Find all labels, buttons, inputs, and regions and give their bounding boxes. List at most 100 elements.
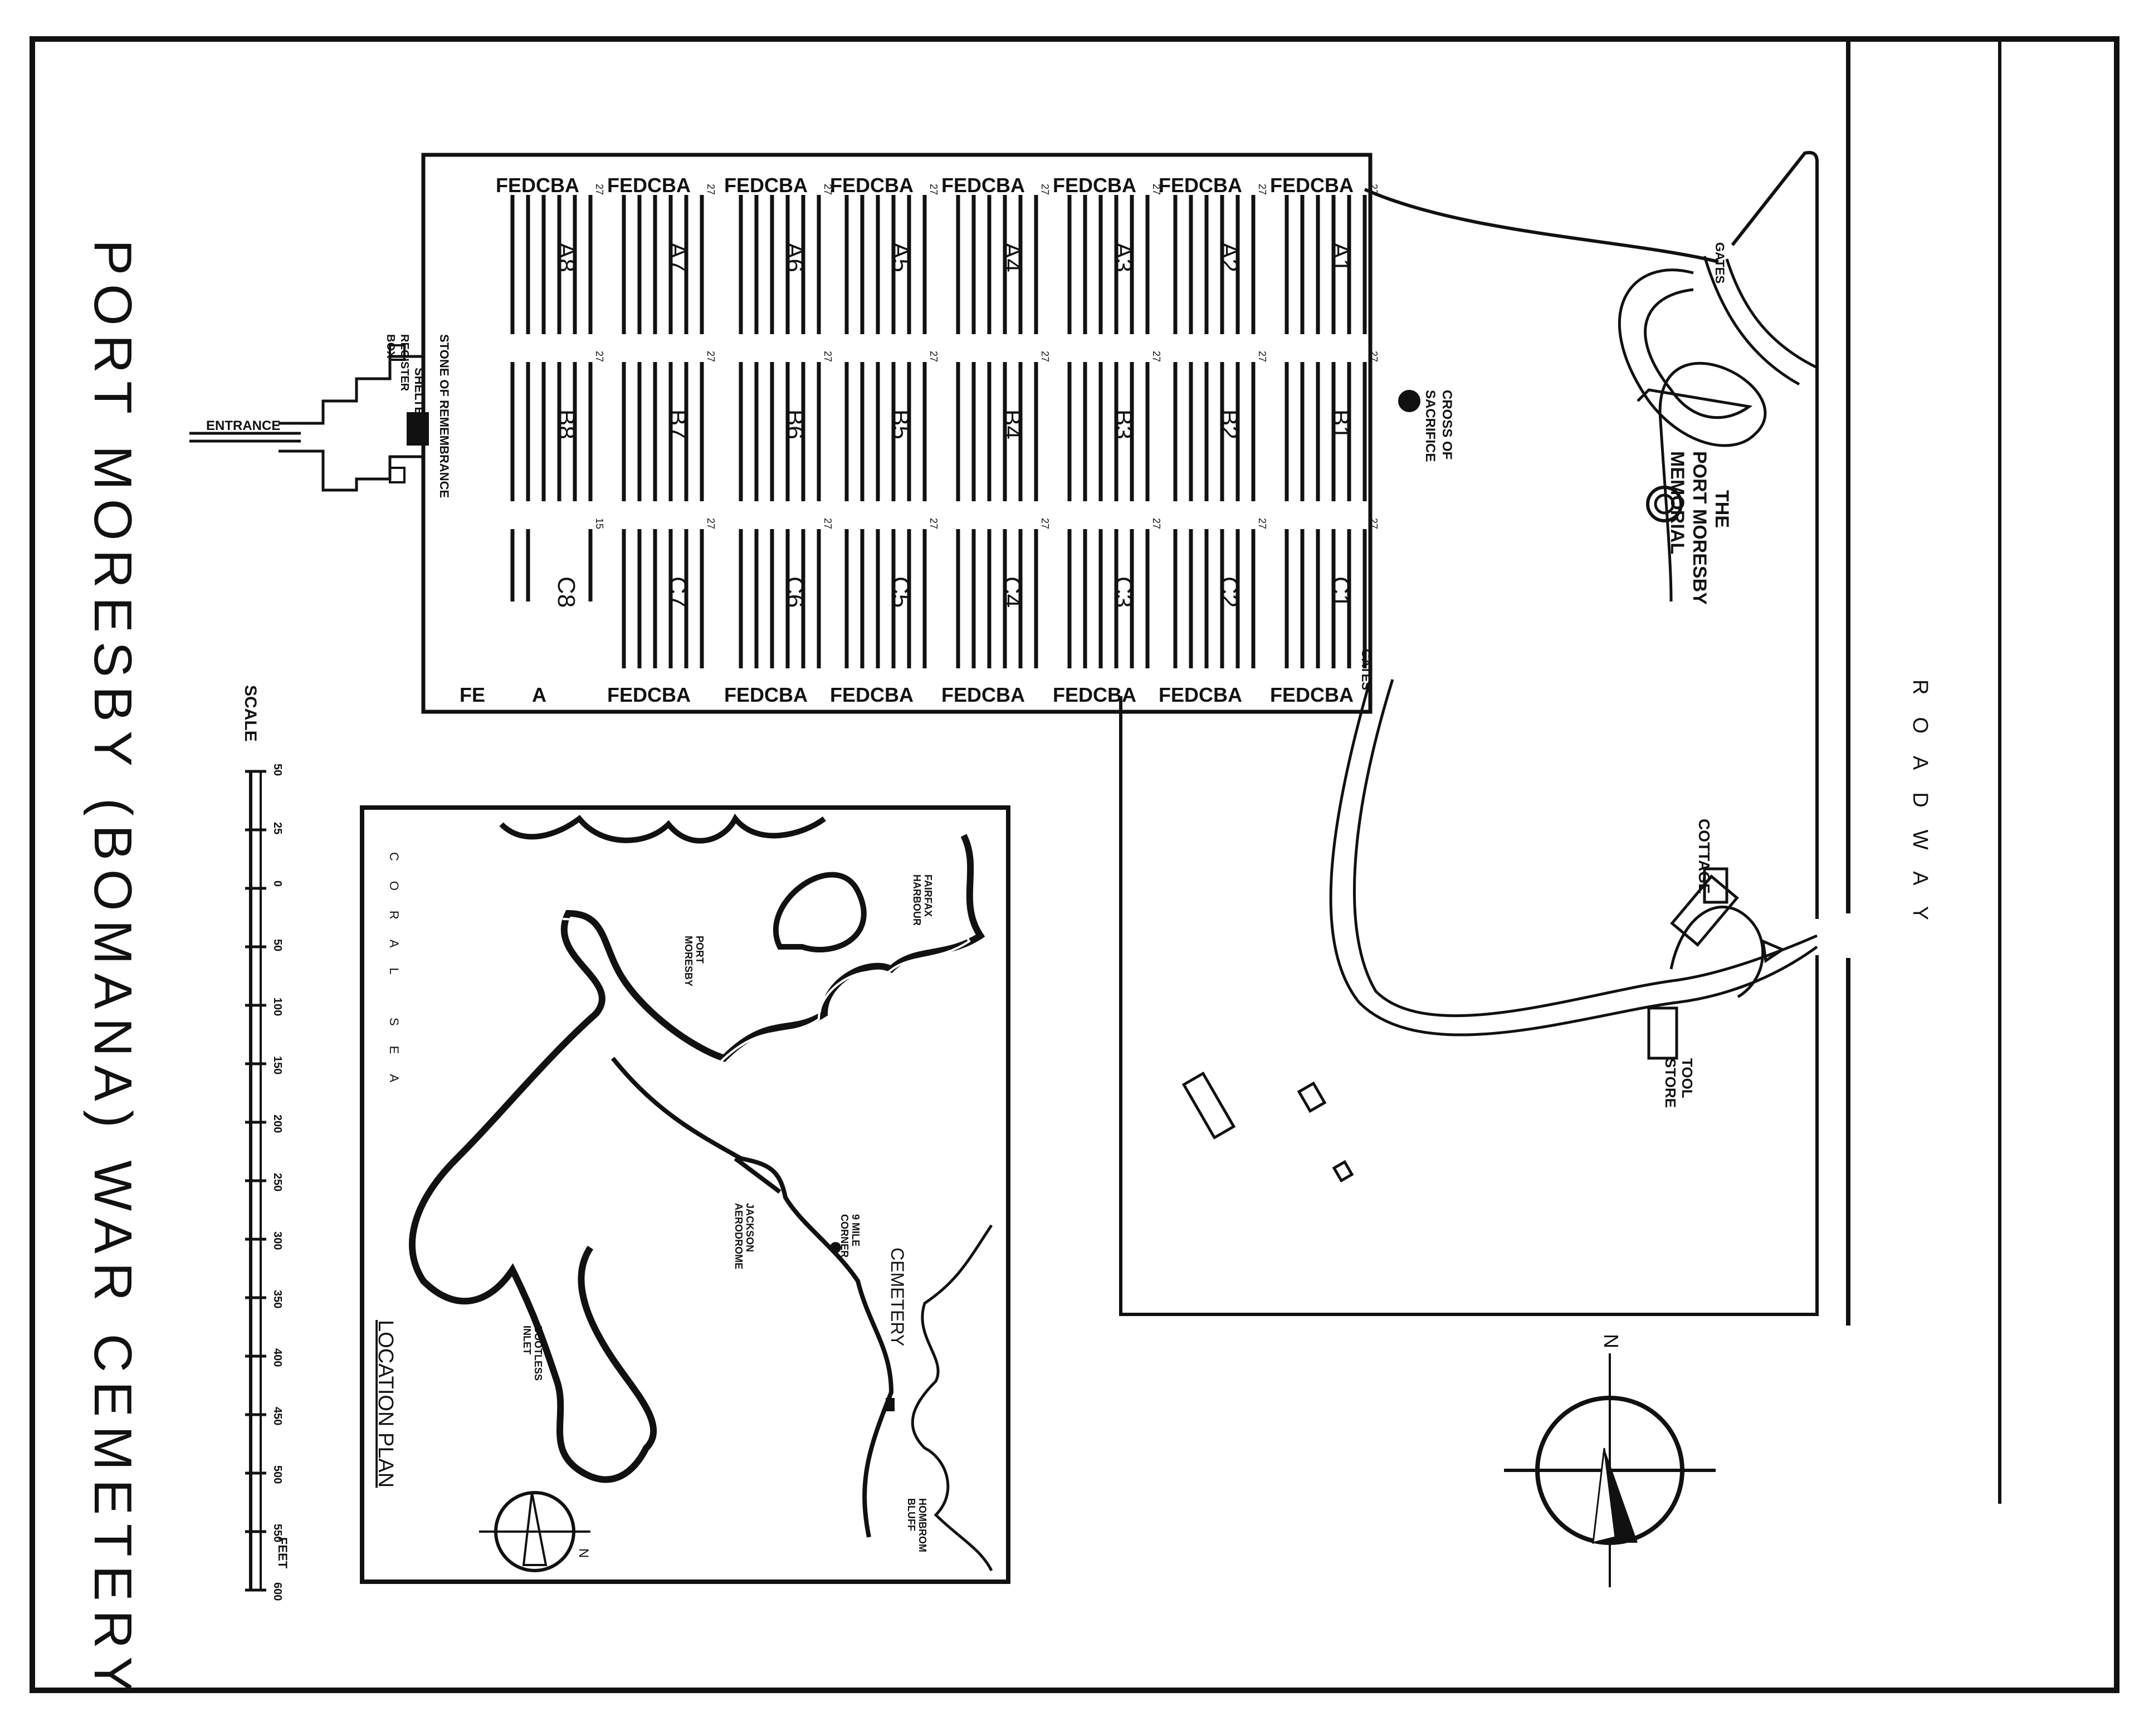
map-frame xyxy=(30,36,2119,1693)
plot-label: A3 xyxy=(1110,242,1137,272)
plot-label: C8 xyxy=(553,576,580,608)
row-header-c8-a: A xyxy=(532,683,546,706)
row-header-top: FEDCBA xyxy=(830,174,914,197)
row-end-number: 27 xyxy=(594,184,605,195)
row-header-top: FEDCBA xyxy=(1159,174,1242,197)
svg-text:BLUFF: BLUFF xyxy=(906,1498,917,1531)
row-end-number: 27 xyxy=(1039,184,1051,195)
plot-label: C2 xyxy=(1215,576,1243,608)
outbuilding xyxy=(1297,1081,1327,1113)
scale-tick-label: 50 xyxy=(271,764,284,776)
plot-label: A2 xyxy=(1215,242,1243,272)
entrance-structure xyxy=(189,344,429,492)
shelters-label: SHELTERS xyxy=(412,368,426,432)
plot-label: C3 xyxy=(1110,576,1137,608)
row-end-number: 27 xyxy=(1368,351,1379,362)
scale-tick-label: 50 xyxy=(271,939,284,951)
jackson-runway xyxy=(734,1156,782,1194)
upper-coast xyxy=(499,813,826,844)
svg-text:9 MILE: 9 MILE xyxy=(850,1214,861,1246)
row-header-c8-fe: FE xyxy=(460,683,485,706)
plot-label: A7 xyxy=(664,242,691,272)
row-end-number: 15 xyxy=(594,518,605,529)
scale-tick-label: 500 xyxy=(271,1465,284,1484)
row-end-number: 27 xyxy=(1151,518,1162,529)
svg-text:PORT MORESBY: PORT MORESBY xyxy=(1689,451,1710,605)
cross-of-sacrifice xyxy=(1398,390,1420,412)
plot-label: B6 xyxy=(781,409,808,439)
memorial-label: THE PORT MORESBY MEMORIAL xyxy=(1667,451,1732,605)
plot-label: C6 xyxy=(781,576,808,608)
north-label: N xyxy=(1600,1334,1623,1348)
svg-text:PORT: PORT xyxy=(694,936,705,964)
scale-tick-label: 550 xyxy=(271,1524,284,1542)
row-end-number: 27 xyxy=(705,518,716,529)
svg-text:HARBOUR: HARBOUR xyxy=(911,874,922,926)
svg-text:AERODROME: AERODROME xyxy=(733,1203,744,1269)
location-plan-title: LOCATION PLAN xyxy=(374,1320,397,1488)
scale-tick-label: 300 xyxy=(271,1231,284,1250)
plot-label: C5 xyxy=(887,576,914,608)
row-end-number: 27 xyxy=(1257,351,1268,362)
row-header-top: FEDCBA xyxy=(1053,174,1136,197)
svg-text:HOMBROM: HOMBROM xyxy=(917,1498,928,1552)
svg-text:CROSS OF: CROSS OF xyxy=(1439,390,1454,459)
row-headers: FEDCBA FEDCBA FEDCBA FEDCBA FEDCBA FEDCBA FEDC… xyxy=(460,174,1354,706)
memorial-path xyxy=(1618,268,1767,602)
scale-tick-label: 150 xyxy=(271,1056,284,1074)
row-header-top: FEDCBA xyxy=(724,174,808,197)
tool-store-label: TOOL STORE xyxy=(1662,1058,1696,1108)
plot-label: B1 xyxy=(1327,409,1354,439)
road-to-cemetery xyxy=(611,1057,894,1538)
cottage-drive xyxy=(1669,906,1765,999)
grave-rows xyxy=(510,195,1367,668)
cottage-label: COTTAGE xyxy=(1696,819,1713,894)
port-moresby-label: PORT MORESBY xyxy=(683,936,705,986)
tool-store-building xyxy=(1647,1006,1678,1060)
row-header-top: FEDCBA xyxy=(607,174,691,197)
row-end-number: 27 xyxy=(1368,184,1379,195)
svg-text:INLET: INLET xyxy=(521,1326,533,1354)
svg-text:SACRIFICE: SACRIFICE xyxy=(1423,390,1438,462)
cemetery-inset-label: CEMETERY xyxy=(887,1248,907,1346)
scale-tick-label: 450 xyxy=(271,1407,284,1425)
svg-text:REGISTER: REGISTER xyxy=(398,334,411,392)
row-end-number: 27 xyxy=(822,351,833,362)
bluff-label: HOMBROM BLUFF xyxy=(906,1498,928,1552)
row-end-number: 27 xyxy=(1368,518,1379,529)
scale-label: SCALE xyxy=(241,685,260,742)
scale-tick-label: 250 xyxy=(271,1173,284,1191)
row-end-number: 27 xyxy=(594,351,605,362)
nine-mile-marker xyxy=(830,1242,841,1253)
row-header-bottom: FEDCBA xyxy=(830,683,914,706)
svg-text:THE: THE xyxy=(1711,490,1732,528)
row-end-number: 27 xyxy=(705,351,716,362)
row-end-number: 27 xyxy=(1257,518,1268,529)
plot-label: B4 xyxy=(998,409,1025,439)
roadway-label: ROADWAY xyxy=(1908,679,1932,942)
north-arrow xyxy=(1504,1353,1716,1587)
inset-north-arrow: N xyxy=(479,1491,591,1572)
svg-text:N: N xyxy=(576,1548,591,1558)
nine-mile-label: 9 MILE CORNER xyxy=(839,1214,861,1258)
register-box-label: REGISTER BOX xyxy=(384,334,411,392)
plot-label: A8 xyxy=(553,242,580,272)
row-header-top: FEDCBA xyxy=(941,174,1025,197)
row-end-number: 27 xyxy=(1039,518,1051,529)
row-header-bottom: FEDCBA xyxy=(941,683,1025,706)
svg-text:FAIRFAX: FAIRFAX xyxy=(922,874,934,917)
scale-tick-label: 100 xyxy=(271,997,284,1016)
row-header-bottom: FEDCBA xyxy=(1159,683,1242,706)
plot-label: A6 xyxy=(781,242,808,272)
row-end-number: 27 xyxy=(928,184,939,195)
drive-loop xyxy=(1329,679,1818,1036)
plot-label: B7 xyxy=(664,409,691,439)
scale-tick-label: 200 xyxy=(271,1114,284,1133)
svg-text:TOOL: TOOL xyxy=(1679,1058,1696,1098)
svg-text:CORNER: CORNER xyxy=(839,1214,850,1258)
entrance-label: ENTRANCE xyxy=(206,418,280,433)
stone-label: STONE OF REMEMBRANCE xyxy=(437,334,451,498)
cross-label: CROSS OF SACRIFICE xyxy=(1423,390,1454,462)
row-header-top: FEDCBA xyxy=(496,174,579,197)
